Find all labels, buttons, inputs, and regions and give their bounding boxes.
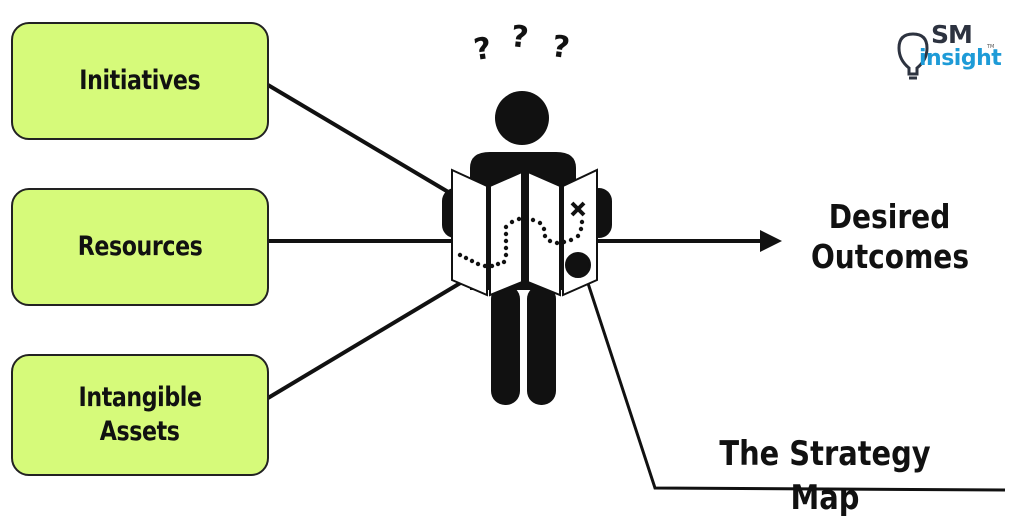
desired-outcomes-label: Desired Outcomes	[790, 197, 990, 277]
connector-intangible	[266, 280, 464, 400]
strategy-map-text: The Strategy Map	[719, 434, 931, 518]
box-resources: Resources	[11, 188, 269, 306]
box-resources-label: Resources	[77, 231, 203, 262]
box-initiatives: Initiatives	[11, 22, 269, 140]
lightbulb-icon	[897, 32, 929, 80]
box-intangible-line2: Assets	[100, 416, 180, 447]
map-route	[457, 215, 585, 269]
box-intangible-assets: Intangible Assets	[11, 354, 269, 476]
sm-insight-logo: SM insight TM	[895, 20, 1005, 82]
connector-initiatives	[266, 83, 457, 198]
question-mark-icon: ?	[509, 19, 531, 56]
arrow-head-icon	[760, 230, 782, 252]
logo-insight-text: insight	[919, 46, 1002, 71]
logo-tm: TM	[987, 44, 995, 50]
x-marker-icon	[570, 201, 586, 217]
diagram-canvas	[266, 83, 1006, 492]
box-intangible-line1: Intangible	[78, 382, 202, 413]
outcomes-line1: Desired	[829, 197, 951, 236]
strategy-map-label: The Strategy Map	[655, 432, 995, 520]
box-initiatives-label: Initiatives	[79, 65, 201, 96]
outcomes-line2: Outcomes	[810, 237, 970, 276]
logo-sm-text: SM	[931, 20, 973, 49]
callout-line	[581, 267, 1006, 492]
